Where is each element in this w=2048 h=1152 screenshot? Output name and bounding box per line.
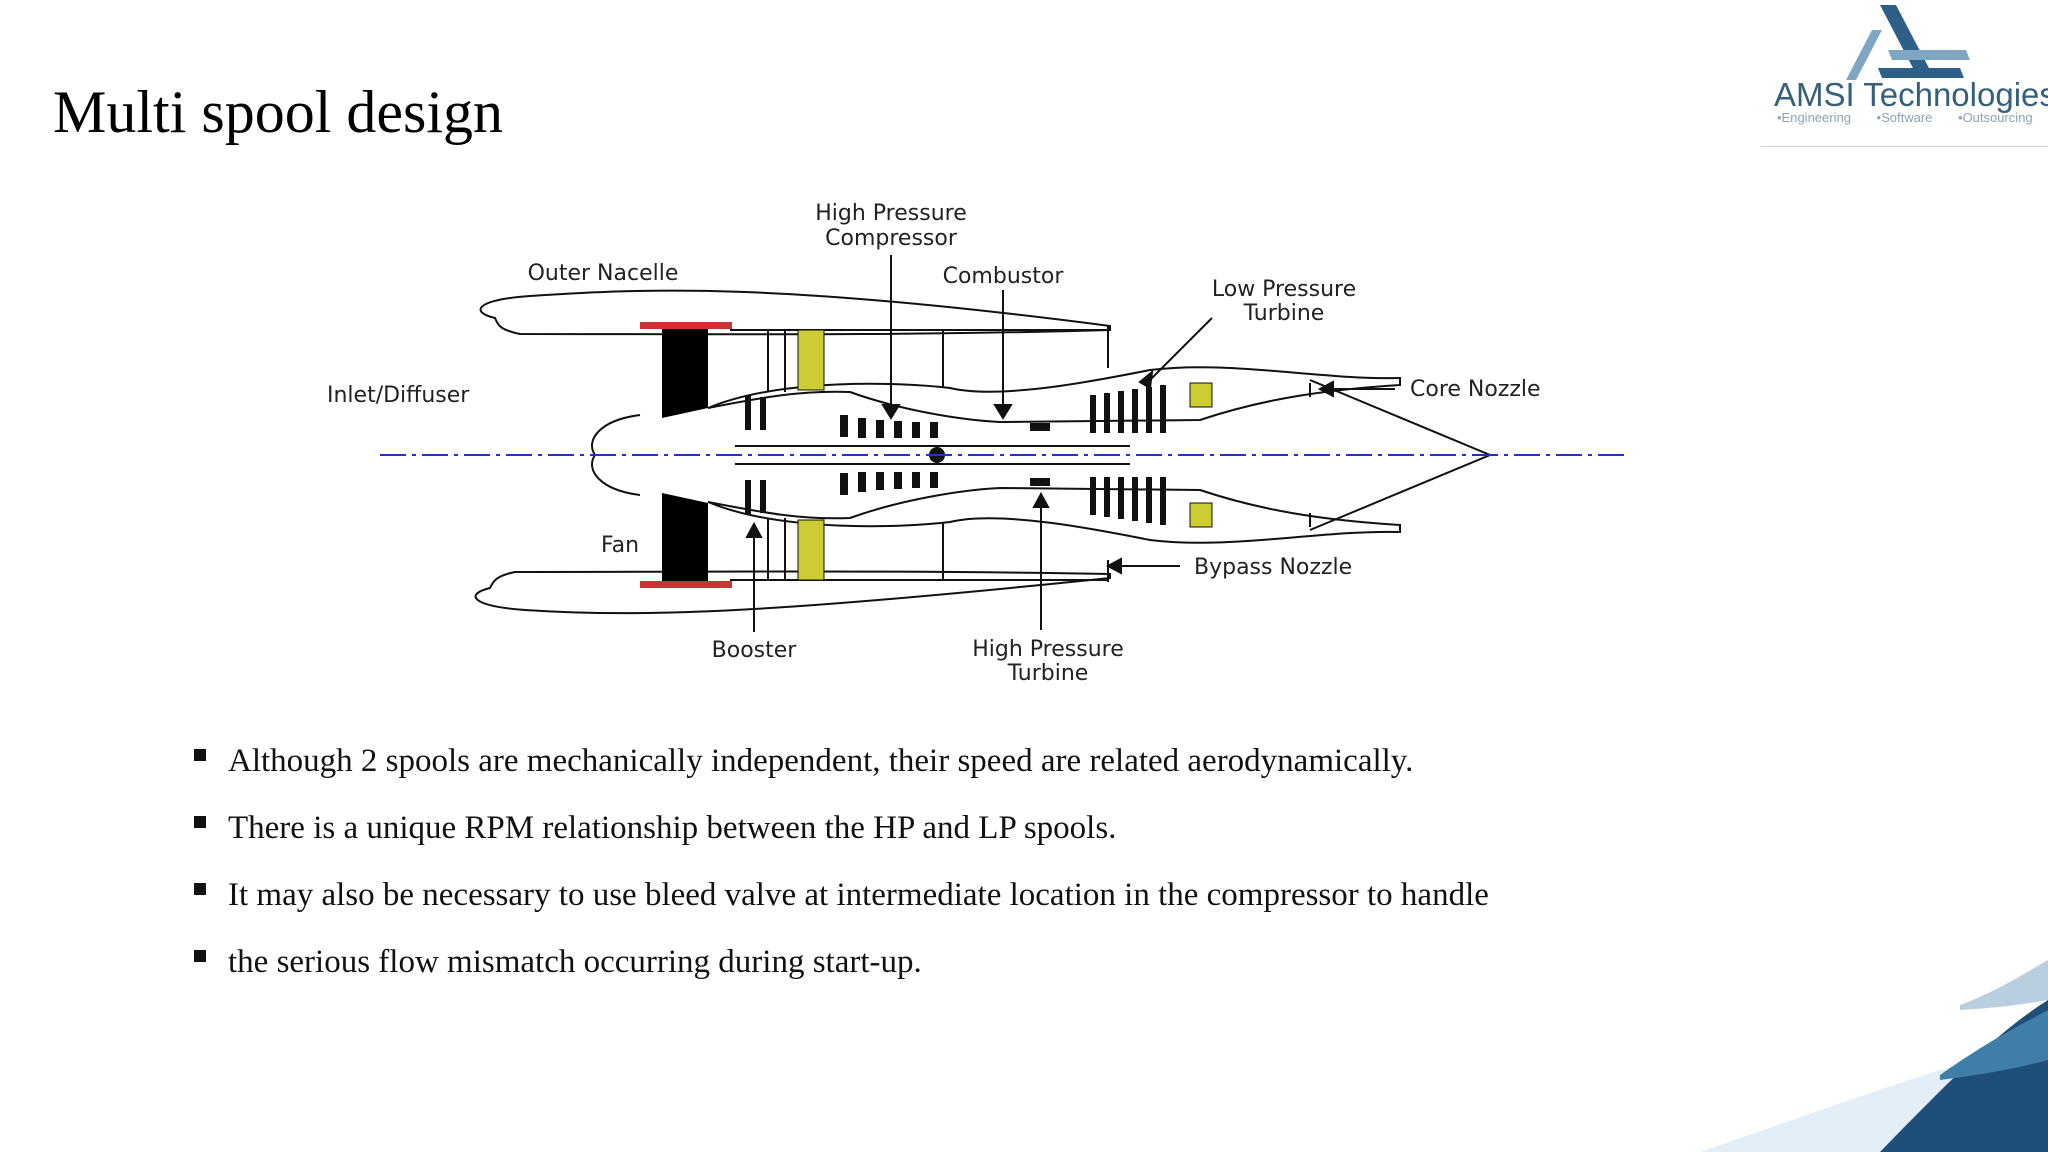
bullet-list: Although 2 spools are mechanically indep… — [190, 735, 1840, 1003]
label-bypass-nozzle: Bypass Nozzle — [1194, 555, 1352, 580]
bullet-square-icon — [194, 749, 206, 761]
label-high-pressure-compressor-1: High Pressure — [815, 201, 967, 226]
label-high-pressure-compressor-2: Compressor — [825, 226, 958, 251]
company-logo: AMSI Technologies •Engineering •Software… — [1760, 0, 2048, 150]
logo-mark-icon — [1846, 5, 1970, 80]
bullet-text: the serious flow mismatch occurring duri… — [228, 944, 922, 980]
label-low-pressure-turbine-2: Turbine — [1243, 301, 1325, 326]
label-booster: Booster — [712, 638, 798, 663]
bullet-text: It may also be necessary to use bleed va… — [228, 877, 1489, 913]
label-high-pressure-turbine-2: Turbine — [1007, 661, 1089, 686]
bullet-square-icon — [194, 816, 206, 828]
logo-name: AMSI Technologies — [1774, 76, 2048, 113]
bullet-item: the serious flow mismatch occurring duri… — [190, 936, 1840, 1003]
bullet-square-icon — [194, 950, 206, 962]
label-fan: Fan — [601, 533, 639, 558]
label-high-pressure-turbine-1: High Pressure — [972, 637, 1124, 662]
logo-tagline: •Engineering •Software •Outsourcing — [1777, 110, 2033, 125]
label-outer-nacelle: Outer Nacelle — [528, 261, 679, 286]
bullet-text: Although 2 spools are mechanically indep… — [228, 743, 1414, 779]
label-core-nozzle: Core Nozzle — [1410, 377, 1541, 402]
label-combustor: Combustor — [943, 264, 1065, 289]
bullet-text: There is a unique RPM relationship betwe… — [228, 810, 1117, 846]
label-inlet-diffuser: Inlet/Diffuser — [327, 383, 470, 408]
turbofan-diagram: High Pressure Compressor Outer Nacelle C… — [327, 201, 1625, 686]
logo-divider — [1760, 146, 2048, 147]
bullet-square-icon — [194, 883, 206, 895]
slide-title: Multi spool design — [53, 79, 504, 145]
label-low-pressure-turbine-1: Low Pressure — [1212, 277, 1356, 302]
bullet-item: There is a unique RPM relationship betwe… — [190, 802, 1840, 869]
bullet-item: It may also be necessary to use bleed va… — [190, 869, 1840, 936]
bullet-item: Although 2 spools are mechanically indep… — [190, 735, 1840, 802]
